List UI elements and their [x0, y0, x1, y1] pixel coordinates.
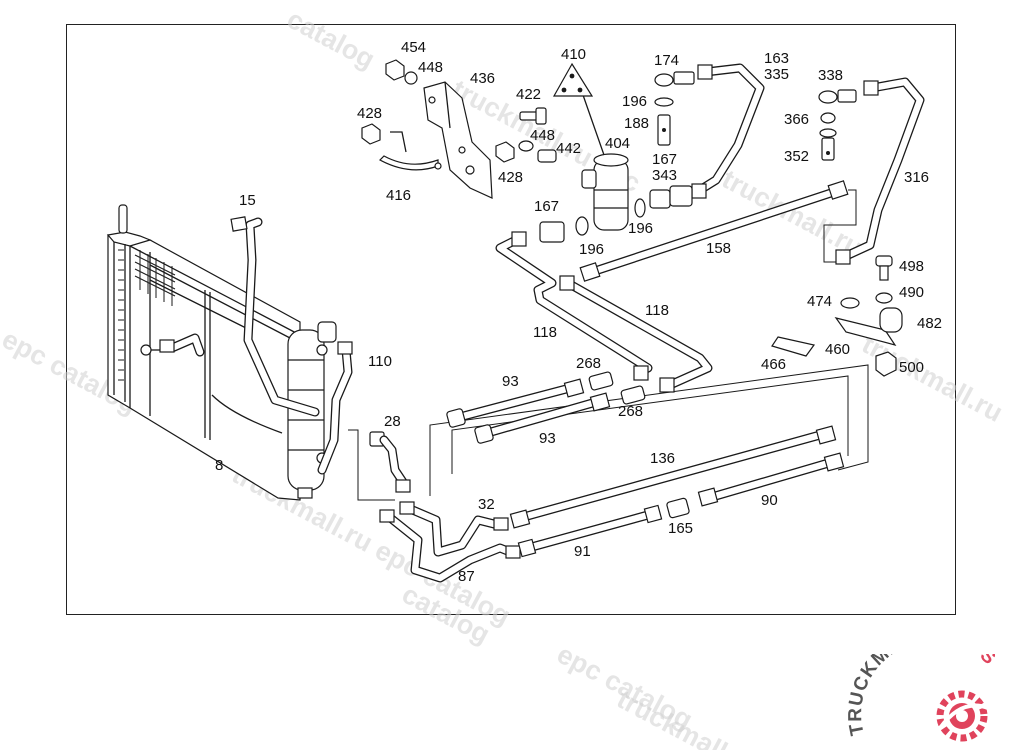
- label-158: 158: [706, 240, 731, 257]
- label-474: 474: [807, 293, 832, 310]
- part-labels: 454 448 436 410 174 163 335 338 428 422 …: [215, 39, 942, 585]
- label-490: 490: [899, 284, 924, 301]
- watermark-text: truckmall.ru: [612, 684, 763, 750]
- logo-text-right: PARTS: [928, 654, 1000, 670]
- hose-91: [517, 504, 663, 558]
- label-93: 93: [539, 430, 556, 447]
- label-500: 500: [899, 359, 924, 376]
- fitting-165: [666, 497, 690, 519]
- label-428: 428: [498, 169, 523, 186]
- label-118: 118: [533, 324, 557, 341]
- label-163: 163: [764, 50, 789, 67]
- label-338: 338: [818, 67, 843, 84]
- pipe-radiator-inlet: [159, 333, 205, 357]
- label-167: 167: [534, 198, 559, 215]
- watermark-text: truckmall.ru: [857, 329, 1008, 428]
- label-436: 436: [470, 70, 495, 87]
- pipe-110: [317, 341, 353, 475]
- label-87: 87: [458, 568, 475, 585]
- label-335: 335: [764, 66, 789, 83]
- label-366: 366: [784, 111, 809, 128]
- clamp-416: [361, 123, 442, 171]
- label-136: 136: [650, 450, 675, 467]
- fitting-174-group: [649, 71, 695, 209]
- label-268: 268: [618, 403, 643, 420]
- label-196: 196: [579, 241, 604, 258]
- label-316: 316: [904, 169, 929, 186]
- label-196: 196: [628, 220, 653, 237]
- pipe-87: [348, 429, 521, 583]
- label-428: 428: [357, 105, 382, 122]
- svg-text:TRUCKMALLPARTS: TRUCKMALLPARTS: [845, 654, 1000, 737]
- valve-268: [588, 371, 646, 405]
- label-416: 416: [386, 187, 411, 204]
- pipe-15: [230, 216, 320, 417]
- hose-316: [835, 77, 925, 265]
- hose-136: [429, 364, 869, 529]
- hose-93: [446, 378, 611, 444]
- label-91: 91: [574, 543, 591, 560]
- label-442: 442: [556, 140, 581, 157]
- diagram-frame: [66, 24, 956, 615]
- label-498: 498: [899, 258, 924, 275]
- hose-158: [579, 180, 857, 282]
- label-422: 422: [516, 86, 541, 103]
- label-196: 196: [622, 93, 647, 110]
- label-8: 8: [215, 457, 223, 474]
- label-460: 460: [825, 341, 850, 358]
- bracket-436: [423, 81, 493, 199]
- label-448: 448: [418, 59, 443, 76]
- label-448: 448: [530, 127, 555, 144]
- logo-text-left: TRUCKMALL: [845, 654, 928, 737]
- hose-163: [691, 63, 765, 199]
- condenser-radiator: [106, 204, 337, 501]
- bolt-422-group: [495, 107, 557, 163]
- watermark-text: truckmall.ru: [717, 164, 868, 263]
- fitting-167-group: [539, 216, 589, 243]
- truckmall-parts-logo: TRUCKMALLPARTS: [845, 654, 1000, 742]
- watermark-text: catalog: [282, 4, 380, 75]
- hose-28: [369, 431, 411, 493]
- label-90: 90: [761, 492, 778, 509]
- label-482: 482: [917, 315, 942, 332]
- label-167: 167: [652, 151, 677, 168]
- label-28: 28: [384, 413, 401, 430]
- label-165: 165: [668, 520, 693, 537]
- label-404: 404: [605, 135, 630, 152]
- label-268: 268: [576, 355, 601, 372]
- hose-90: [697, 452, 845, 507]
- label-110: 110: [368, 353, 392, 370]
- fitting-338-group: [818, 89, 857, 161]
- label-93: 93: [502, 373, 519, 390]
- gear-icon: [936, 690, 989, 742]
- receiver-drier-404: [581, 94, 646, 231]
- label-118: 118: [645, 302, 669, 319]
- label-343: 343: [652, 167, 677, 184]
- label-454: 454: [401, 39, 426, 56]
- pipe-118: [495, 231, 713, 393]
- bracket-482-group: [771, 255, 903, 377]
- label-352: 352: [784, 148, 809, 165]
- label-174: 174: [654, 52, 679, 69]
- label-32: 32: [478, 496, 495, 513]
- label-15: 15: [239, 192, 256, 209]
- pressure-switch-410: [552, 62, 594, 97]
- label-188: 188: [624, 115, 649, 132]
- label-466: 466: [761, 356, 786, 373]
- nut-454: [385, 59, 418, 85]
- label-410: 410: [561, 46, 586, 63]
